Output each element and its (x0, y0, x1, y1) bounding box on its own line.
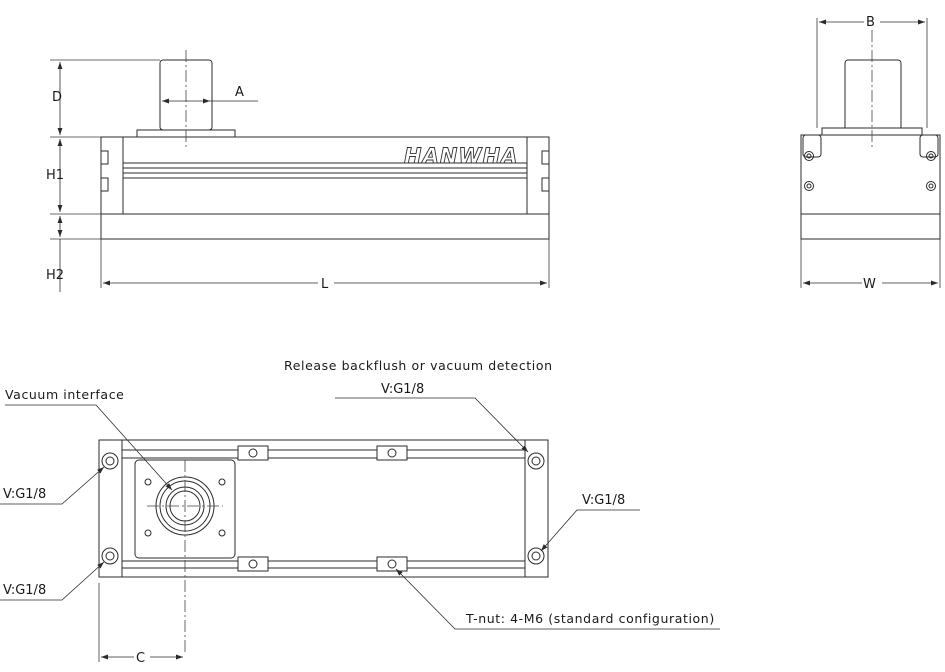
side-view: B W (800, 13, 941, 292)
dim-label-h2: H2 (46, 268, 64, 283)
callout-left-bottom-port: V:G1/8 (3, 583, 46, 598)
callout-right-port: V:G1/8 (582, 493, 625, 508)
side-body (800, 134, 941, 215)
callouts: Release backflush or vacuum detection V:… (0, 358, 720, 630)
top-view: C (98, 439, 549, 666)
t-nut (376, 556, 408, 572)
dim-label-d: D (52, 90, 62, 105)
dim-label-h1: H1 (46, 168, 64, 183)
t-nut (376, 445, 408, 461)
port-right-bottom (527, 547, 545, 565)
front-view: HANWHA D H1 H2 A L (46, 50, 550, 292)
callout-left-top-port: V:G1/8 (3, 487, 46, 502)
port-left-bottom (101, 547, 119, 565)
dim-label-b: B (866, 15, 875, 30)
front-body (100, 136, 550, 215)
callout-release-port: V:G1/8 (381, 382, 424, 397)
t-nut (237, 445, 269, 461)
port-left-top (101, 452, 119, 470)
callout-vacuum-interface: Vacuum interface (5, 387, 124, 402)
dim-label-w: W (863, 277, 876, 292)
dim-label-c: C (136, 651, 145, 666)
callout-release-backflush: Release backflush or vacuum detection (284, 358, 553, 373)
dim-label-l: L (321, 277, 329, 292)
brand-logo: HANWHA (404, 144, 518, 168)
dim-label-a: A (235, 85, 244, 100)
callout-t-nut: T-nut: 4-M6 (standard configuration) (465, 611, 715, 626)
t-nut (237, 556, 269, 572)
side-fitting (844, 59, 902, 131)
front-base-plate (100, 213, 550, 240)
port-right-top (527, 452, 545, 470)
side-base-plate (800, 213, 941, 240)
